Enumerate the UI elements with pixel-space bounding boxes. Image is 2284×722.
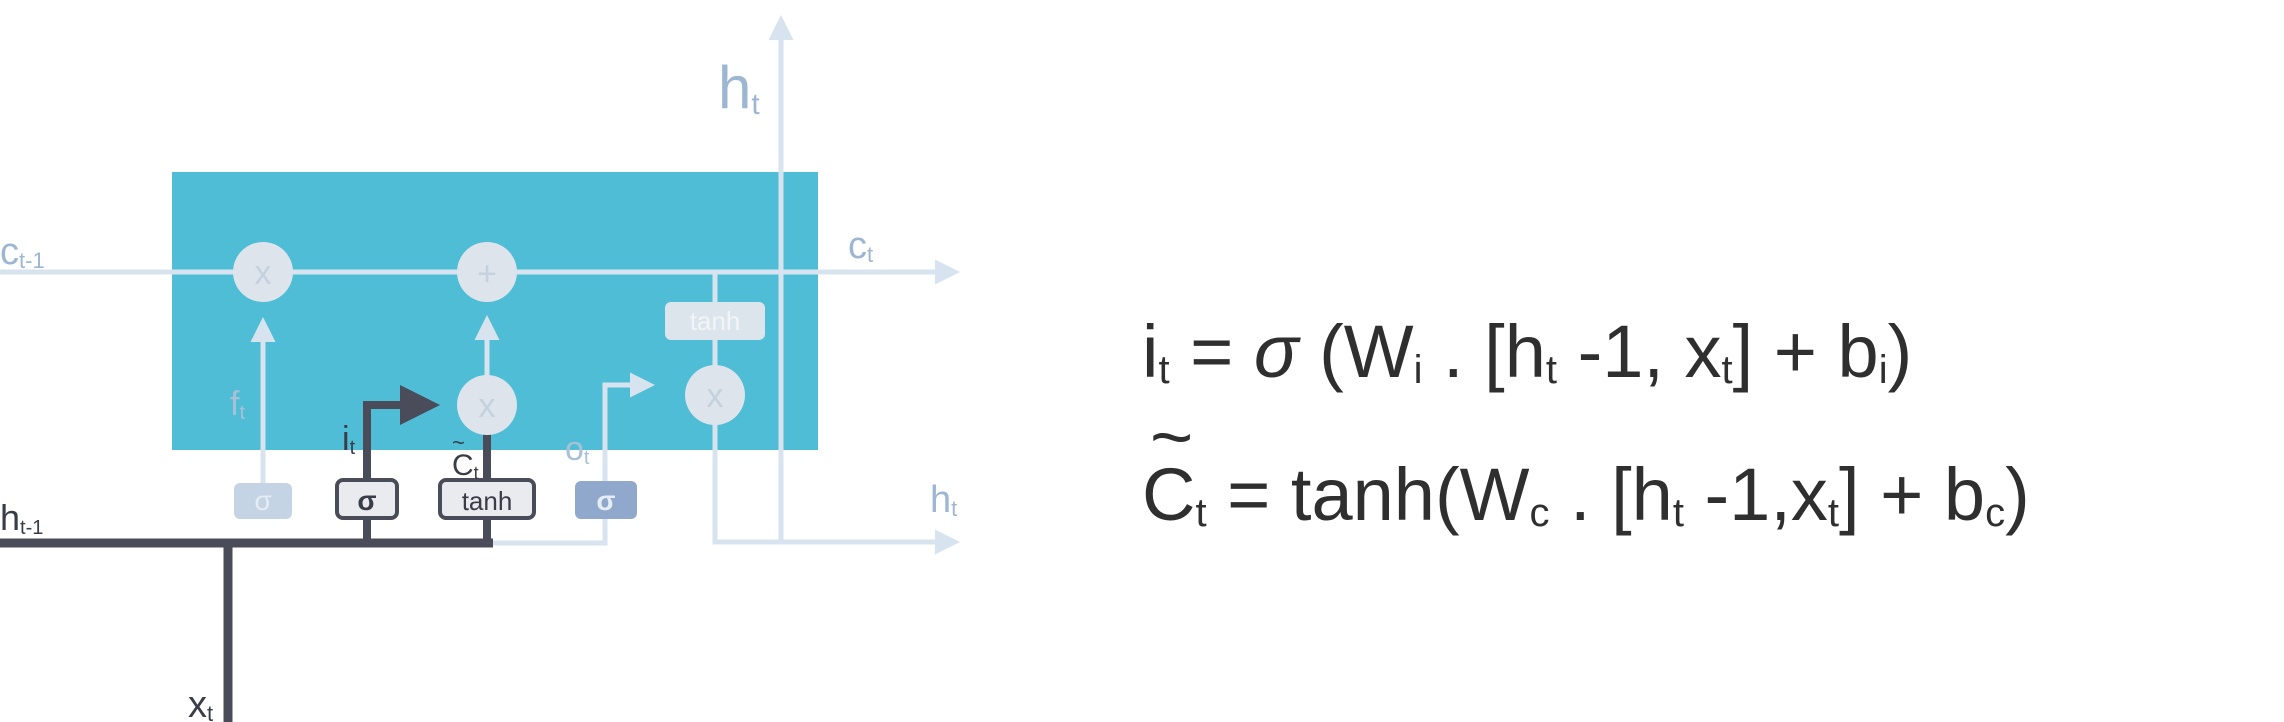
x-input-label: xt [188, 684, 213, 722]
hidden-output-path [712, 420, 960, 555]
forget-multiply-symbol: x [255, 254, 272, 292]
equation-input-gate: it = σ (Wi . [ht -1, xt] + bi) [1142, 310, 1912, 393]
output-multiply-op: x [685, 365, 745, 425]
add-symbol: + [477, 255, 497, 293]
h-top-label: ht [718, 54, 760, 121]
candidate-tanh-label: tanh [462, 486, 513, 516]
output-gate-path [493, 372, 655, 546]
c-tilde-label: ~ Ct [452, 430, 479, 483]
input-multiply-op: x [457, 375, 517, 435]
c-out-label: ct [848, 225, 873, 267]
svg-text:Ct: Ct [452, 449, 479, 483]
forget-multiply-op: x [233, 242, 293, 302]
equation-candidate: Ct = tanh(Wc . [ht -1,xt] + bc) [1142, 453, 2030, 536]
cell-tanh-label: tanh [690, 306, 741, 336]
add-op: + [457, 242, 517, 302]
h-right-label: ht [930, 479, 957, 521]
o-gate-label: ot [565, 430, 590, 469]
output-sigma-gate: σ [575, 481, 637, 519]
cell-tanh-gate: tanh [665, 302, 765, 340]
forget-sigma-label: σ [254, 485, 271, 516]
equation-candidate-tilde: ~ [1150, 395, 1193, 478]
svg-text:~: ~ [452, 430, 465, 455]
h-prev-label: ht-1 [0, 497, 43, 539]
input-sigma-gate: σ [335, 478, 399, 520]
input-multiply-symbol: x [479, 387, 496, 425]
input-sigma-label: σ [357, 485, 376, 516]
candidate-tanh-gate: tanh [438, 478, 536, 520]
output-multiply-symbol: x [707, 377, 724, 415]
c-prev-label: ct-1 [0, 231, 45, 273]
f-gate-label: ft [230, 385, 245, 424]
i-gate-label: it [342, 420, 356, 459]
output-sigma-label: σ [596, 485, 615, 516]
forget-sigma-gate: σ [234, 483, 292, 519]
